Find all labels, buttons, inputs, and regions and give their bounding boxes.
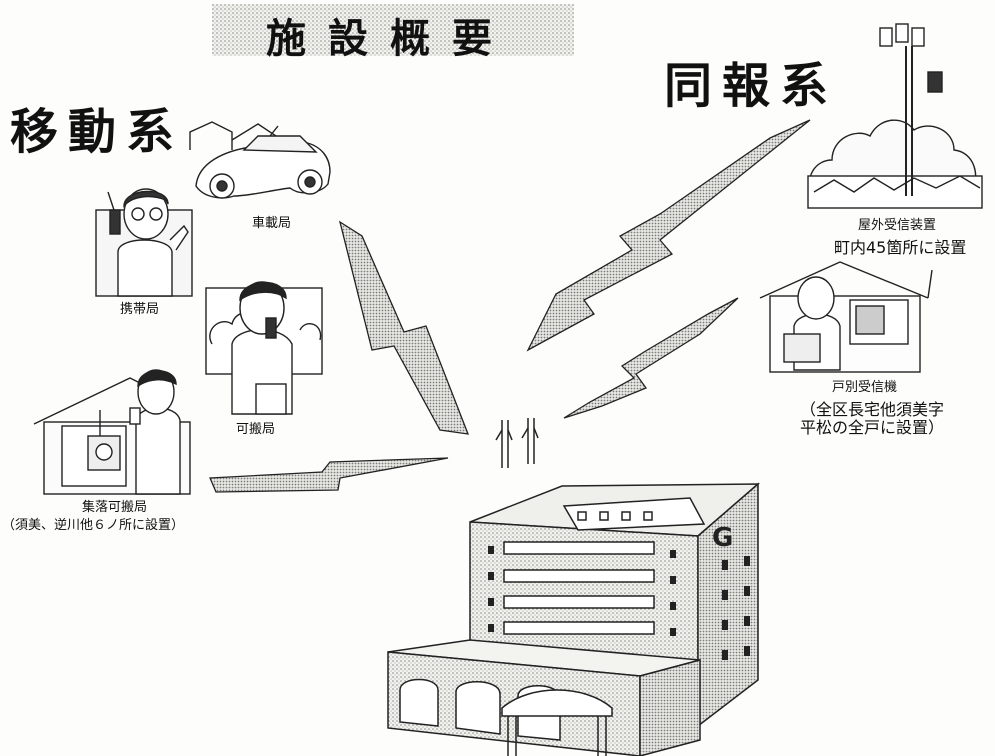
vehicle-station-illustration <box>189 121 331 199</box>
label-village-portable-note: （須美、逆川他６ノ所に設置） <box>2 518 185 533</box>
label-household-note-1: （全区長宅他須美字 <box>800 400 945 419</box>
label-portable-station: 可搬局 <box>236 422 276 437</box>
label-outdoor-receiver: 屋外受信装置 <box>858 218 937 233</box>
label-household-receiver: 戸別受信機 <box>832 380 898 395</box>
page-title: 施設概要 <box>266 16 514 62</box>
section-title-mobile: 移動系 <box>10 104 185 160</box>
lightning-bolt-village <box>209 457 449 493</box>
headquarters-building: G <box>387 418 761 756</box>
household-receiver-illustration <box>759 261 933 373</box>
lightning-bolt-outdoor <box>526 119 811 352</box>
outdoor-receiver-illustration <box>807 23 983 209</box>
label-village-portable-station: 集落可搬局 <box>82 500 148 515</box>
handheld-station-illustration <box>95 188 193 297</box>
label-outdoor-receiver-note: 町内45箇所に設置 <box>834 238 967 257</box>
lightning-bolt-vehicle <box>338 220 470 435</box>
village-portable-station-illustration <box>33 369 191 495</box>
lightning-bolt-household <box>563 297 739 419</box>
title-banner <box>212 4 574 56</box>
label-vehicle-station: 車載局 <box>252 216 292 231</box>
label-household-note-2: 平松の全戸に設置） <box>800 418 945 437</box>
svg-text:G: G <box>712 523 733 553</box>
label-handheld-station: 携帯局 <box>120 302 160 317</box>
portable-station-illustration <box>205 281 323 415</box>
section-title-broadcast: 同報系 <box>664 58 839 114</box>
